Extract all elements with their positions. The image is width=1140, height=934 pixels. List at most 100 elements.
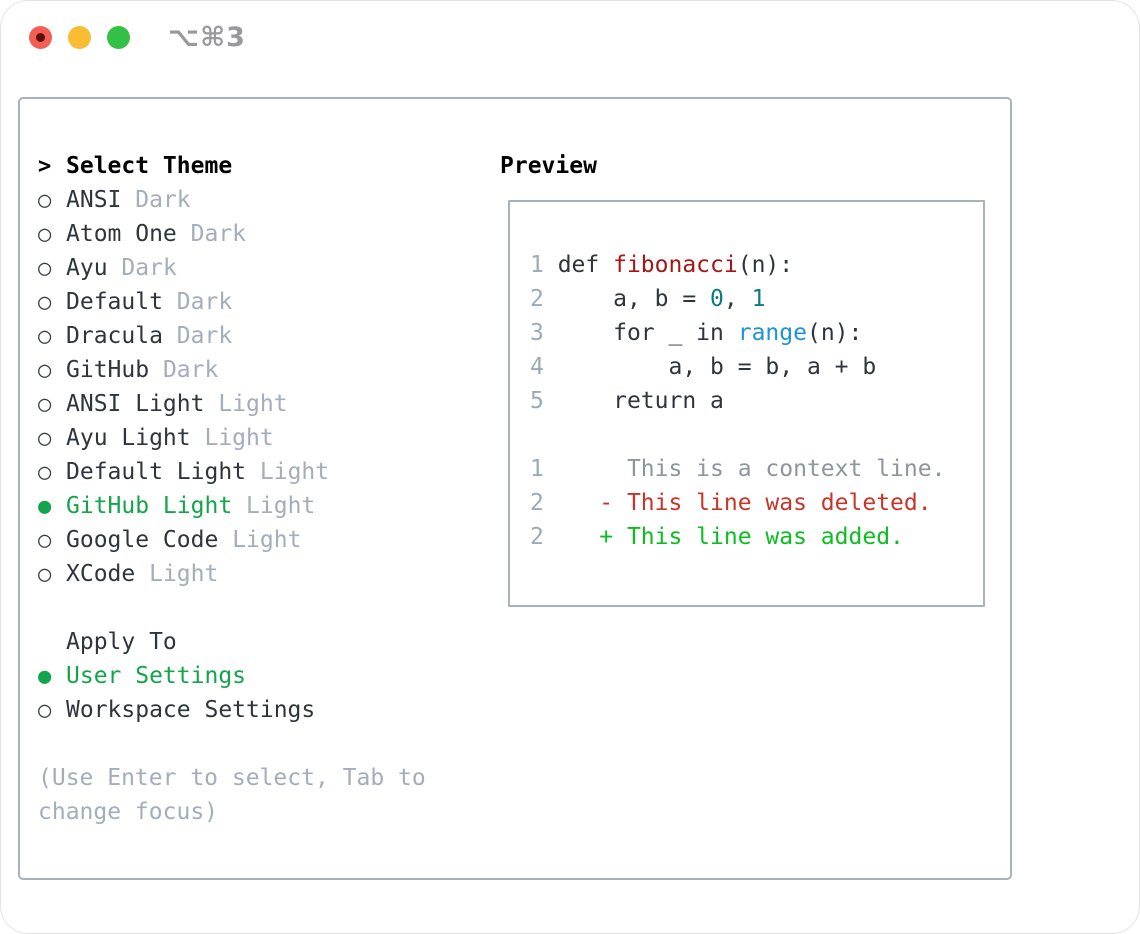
theme-option-default[interactable]: ○ Default Dark (38, 285, 426, 319)
apply-to-list: ● User Settings ○ Workspace Settings (38, 659, 426, 727)
theme-option-ayu-light[interactable]: ○Ayu Light Light (38, 421, 426, 455)
radio-icon: ○ (38, 358, 52, 383)
preview-code-line: 3 for _ in range(n): (530, 316, 983, 350)
theme-name: XCode (66, 561, 136, 587)
code-segment: 1 (751, 286, 766, 312)
radio-icon: ○ (38, 426, 52, 451)
theme-variant-tag: Dark (176, 323, 233, 349)
code-segment: a, b = b, a + b (557, 354, 877, 380)
help-text: (Use Enter to select, Tab to change focu… (38, 761, 426, 829)
theme-picker-panel: >Select Theme ○ANSI Dark○Atom One Dark○A… (18, 97, 1012, 880)
radio-icon: ○ (38, 460, 52, 485)
code-segment: def (557, 252, 614, 278)
help-line-2: change focus) (38, 799, 219, 825)
theme-name: Atom One (66, 221, 177, 247)
spacer (38, 591, 426, 625)
apply-to-header: Apply To (38, 625, 426, 659)
code-segment: + This line was added. (557, 524, 904, 550)
theme-option-atom-one[interactable]: ○Atom One Dark (38, 217, 426, 251)
spacer (38, 727, 426, 761)
theme-variant-tag: Light (204, 425, 274, 451)
theme-option-github[interactable]: ○ GitHub Dark (38, 353, 426, 387)
line-number: 2 (530, 524, 558, 550)
theme-name: GitHub (66, 357, 150, 383)
line-number: 5 (530, 388, 558, 414)
theme-variant-tag: Light (232, 527, 302, 553)
theme-name: Ayu (66, 255, 108, 281)
cursor-marker-icon: > (38, 154, 52, 179)
theme-variant-tag: Dark (162, 357, 219, 383)
code-segment: (n): (737, 252, 794, 278)
theme-option-dracula[interactable]: ○ Dracula Dark (38, 319, 426, 353)
line-number: 1 (530, 252, 558, 278)
preview-code-line: 5 return a (530, 384, 983, 418)
preview-code-line: 4 a, b = b, a + b (530, 350, 983, 384)
titlebar: ⌥⌘3 (0, 0, 1140, 97)
theme-option-google-code[interactable]: ○Google Code Light (38, 523, 426, 557)
theme-variant-tag: Light (246, 493, 316, 519)
theme-name: Google Code (66, 527, 219, 553)
theme-option-github-light[interactable]: ● GitHub Light Light (38, 489, 426, 523)
help-line-1: (Use Enter to select, Tab to (38, 765, 426, 791)
theme-name: ANSI (66, 187, 122, 213)
line-number: 2 (530, 490, 558, 516)
preview-code-line: 2 + This line was added. (530, 520, 983, 554)
theme-variant-tag: Dark (121, 255, 177, 281)
theme-name: ANSI Light (66, 391, 205, 417)
close-button[interactable] (29, 26, 52, 49)
code-segment: a, b = (557, 286, 711, 312)
selected-radio-icon: ● (38, 494, 52, 519)
theme-option-ansi[interactable]: ○ANSI Dark (38, 183, 426, 217)
preview-code-line: 2 - This line was deleted. (530, 486, 983, 520)
theme-variant-tag: Light (149, 561, 219, 587)
select-theme-header: > Select Theme (38, 149, 426, 183)
apply-option-label: User Settings (66, 663, 247, 689)
selected-radio-icon: ● (38, 664, 52, 689)
radio-icon: ○ (38, 222, 52, 247)
unsaved-dot-icon (36, 33, 45, 42)
theme-option-default-light[interactable]: ○ Default Light Light (38, 455, 426, 489)
preview-code-line: 2 a, b = 0, 1 (530, 282, 983, 316)
line-number: 2 (530, 286, 558, 312)
theme-name: GitHub Light (66, 493, 233, 519)
theme-option-xcode[interactable]: ○ XCode Light (38, 557, 426, 591)
radio-icon: ○ (38, 290, 52, 315)
code-segment: range (737, 320, 807, 346)
line-number: 4 (530, 354, 558, 380)
radio-icon: ○ (38, 256, 52, 281)
apply-option-label: Workspace Settings (66, 697, 316, 723)
code-segment: return a (557, 388, 724, 414)
code-segment: for _ in (557, 320, 738, 346)
theme-name: Default Light (66, 459, 247, 485)
theme-name: Dracula (66, 323, 163, 349)
maximize-button[interactable] (107, 26, 130, 49)
radio-icon: ○ (38, 698, 52, 723)
theme-option-ayu[interactable]: ○ Ayu Dark (38, 251, 426, 285)
theme-variant-tag: Dark (176, 289, 233, 315)
apply-option-workspace-settings[interactable]: ○ Workspace Settings (38, 693, 426, 727)
theme-variant-tag: Light (218, 391, 288, 417)
code-segment: (n): (806, 320, 863, 346)
apply-option-user-settings[interactable]: ● User Settings (38, 659, 426, 693)
line-number: 1 (530, 456, 558, 482)
preview-code-line: 1 def fibonacci(n): (530, 248, 983, 282)
select-theme-title: Select Theme (66, 153, 233, 179)
theme-name: Default (66, 289, 163, 315)
preview-title: Preview (500, 153, 597, 179)
theme-variant-tag: Light (259, 459, 330, 485)
radio-icon: ○ (38, 324, 52, 349)
radio-icon: ○ (38, 392, 52, 417)
apply-to-title: Apply To (66, 629, 177, 655)
preview-column: Preview (500, 149, 597, 183)
preview-header: Preview (500, 149, 597, 183)
line-number: 3 (530, 320, 558, 346)
code-segment: - This line was deleted. (557, 490, 932, 516)
theme-picker-column: >Select Theme ○ANSI Dark○Atom One Dark○A… (38, 149, 426, 829)
code-segment: fibonacci (613, 252, 738, 278)
preview-code-line (530, 418, 983, 452)
radio-icon: ○ (38, 562, 52, 587)
minimize-button[interactable] (68, 26, 91, 49)
theme-option-ansi-light[interactable]: ○ ANSI Light Light (38, 387, 426, 421)
